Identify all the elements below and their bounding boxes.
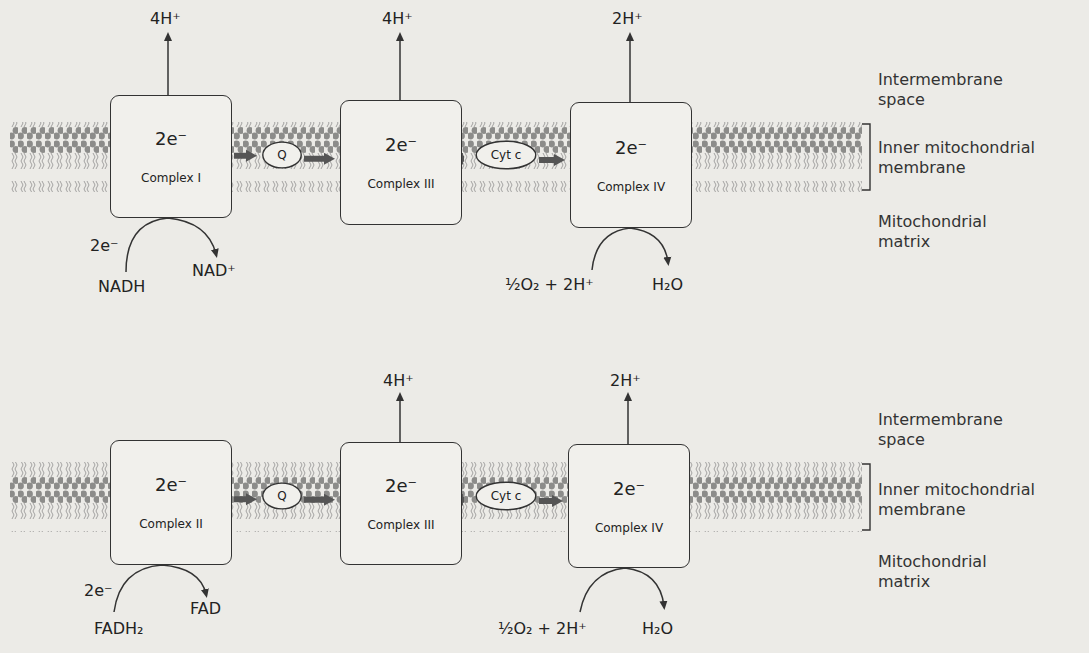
- node-text: 2e⁻: [385, 475, 417, 496]
- complex-name: Complex II: [139, 517, 203, 531]
- carrier-oval: Cyt c: [475, 481, 537, 511]
- complex-box: 2e⁻ Complex III: [340, 100, 462, 225]
- carrier-oval: Q: [262, 141, 302, 169]
- molecule-label: NAD⁺: [192, 262, 236, 280]
- electron-flow-arrow: [539, 157, 556, 163]
- electron-flow-arrow: [304, 156, 326, 162]
- molecule-label: 4H⁺: [383, 372, 414, 390]
- electron-flow-arrow: [234, 496, 248, 502]
- node-text: Q: [277, 489, 286, 503]
- region-label: Inner mitochondrial membrane: [878, 480, 1083, 520]
- node-text: 2e⁻: [613, 478, 645, 499]
- complex-box: 2e⁻ Complex III: [340, 442, 462, 565]
- complex-name: Complex III: [367, 177, 434, 191]
- region-label: Mitochondrial matrix: [878, 552, 1028, 592]
- complex-box: 2e⁻ Complex II: [110, 440, 232, 565]
- complex-box: 2e⁻ Complex IV: [570, 102, 692, 228]
- molecule-label: 4H⁺: [382, 10, 413, 28]
- carrier-oval: Q: [262, 482, 302, 510]
- complex-box: 2e⁻ Complex I: [110, 95, 232, 218]
- electron-flow-arrow: [304, 497, 326, 503]
- molecule-label: H₂O: [642, 620, 673, 638]
- molecule-label: NADH: [98, 278, 145, 296]
- molecule-label: 2e⁻: [84, 582, 112, 600]
- molecule-label: ½O₂ + 2H⁺: [498, 620, 587, 638]
- complex-box: 2e⁻ Complex IV: [568, 444, 690, 568]
- complex-name: Complex IV: [597, 180, 665, 194]
- node-text: 2e⁻: [155, 128, 187, 149]
- molecule-label: 2H⁺: [610, 372, 641, 390]
- molecule-label: FAD: [190, 600, 221, 618]
- molecule-label: H₂O: [652, 276, 683, 294]
- node-text: Cyt c: [491, 148, 522, 162]
- node-text: 2e⁻: [615, 137, 647, 158]
- node-text: 2e⁻: [155, 474, 187, 495]
- electron-flow-arrow: [234, 153, 248, 159]
- electron-flow-arrow: [539, 498, 554, 504]
- region-label: Intermembrane space: [878, 70, 1028, 110]
- region-label: Intermembrane space: [878, 410, 1028, 450]
- molecule-label: FADH₂: [94, 620, 143, 638]
- node-text: Cyt c: [491, 489, 522, 503]
- region-label: Inner mitochondrial membrane: [878, 138, 1083, 178]
- complex-name: Complex IV: [595, 521, 663, 535]
- carrier-oval: Cyt c: [475, 140, 537, 170]
- region-label: Mitochondrial matrix: [878, 212, 1028, 252]
- complex-name: Complex III: [367, 518, 434, 532]
- molecule-label: 2e⁻: [90, 237, 118, 255]
- molecule-label: 2H⁺: [612, 10, 643, 28]
- node-text: 2e⁻: [385, 134, 417, 155]
- node-text: Q: [277, 148, 286, 162]
- molecule-label: ½O₂ + 2H⁺: [505, 276, 594, 294]
- complex-name: Complex I: [141, 171, 201, 185]
- molecule-label: 4H⁺: [150, 10, 181, 28]
